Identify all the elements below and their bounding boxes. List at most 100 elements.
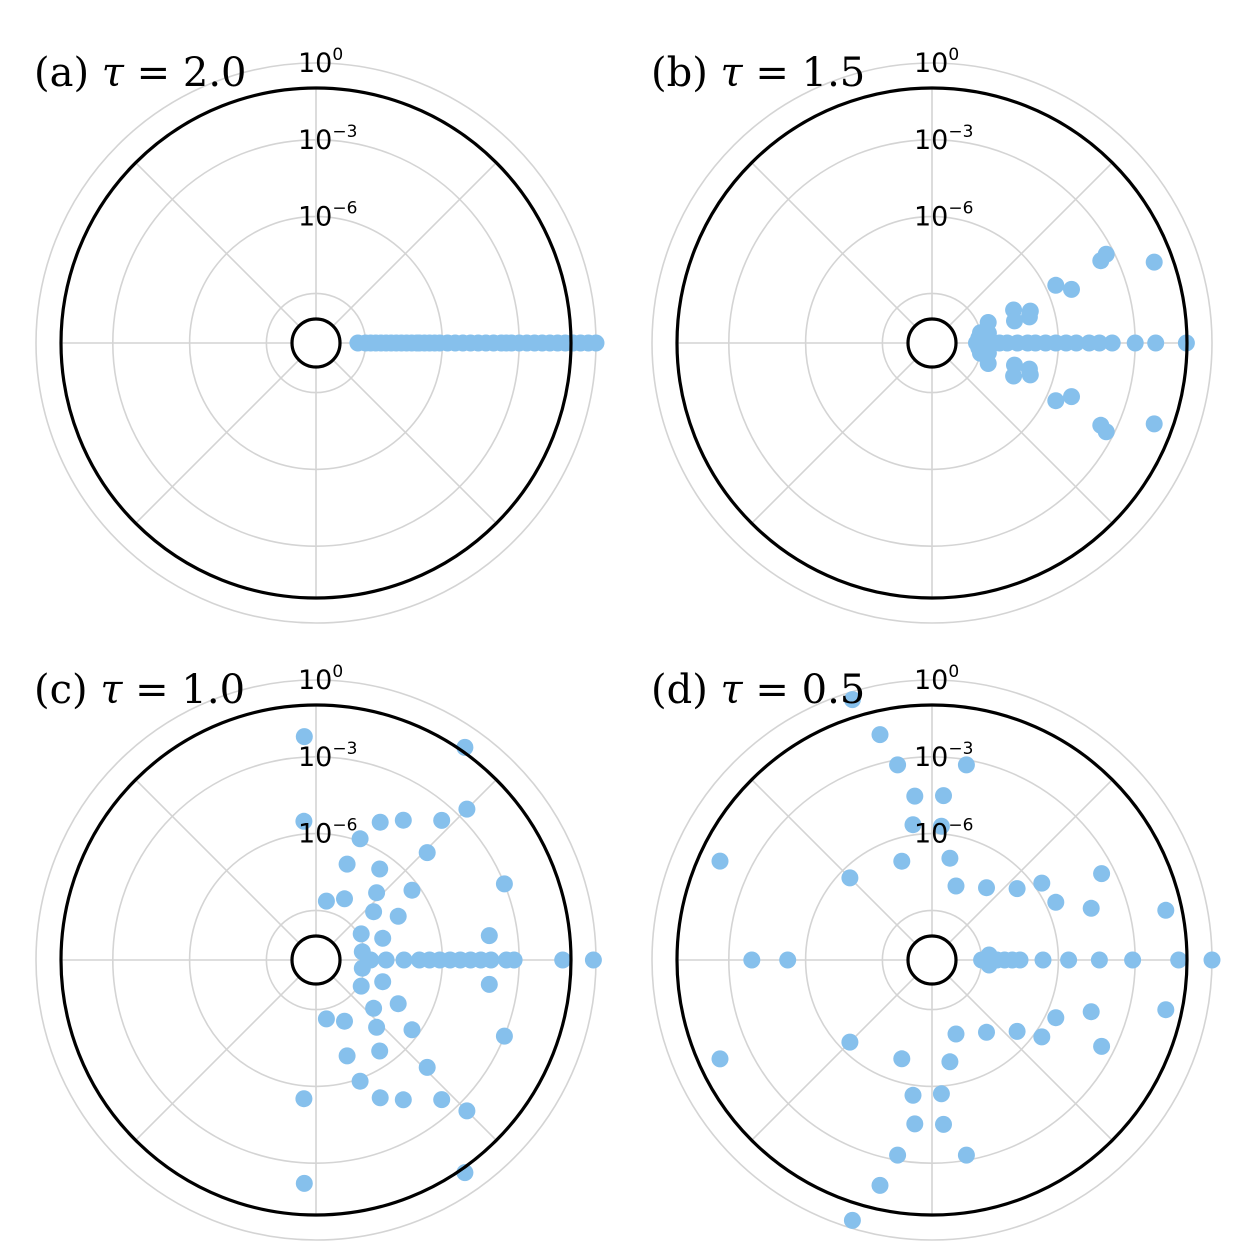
data-point xyxy=(1103,334,1121,352)
data-point xyxy=(1008,880,1026,898)
data-point xyxy=(1021,366,1039,384)
polar-border xyxy=(59,86,573,600)
panel-title: (d) τ = 0.5 xyxy=(651,667,865,713)
data-point xyxy=(1047,893,1065,911)
radial-tick-label: 10−3 xyxy=(298,122,357,156)
data-point xyxy=(295,728,313,746)
data-point xyxy=(395,951,413,969)
data-point xyxy=(336,1012,353,1030)
data-point xyxy=(941,1053,959,1071)
data-point xyxy=(1060,951,1078,969)
data-point xyxy=(1090,951,1108,969)
data-point xyxy=(711,852,729,870)
data-point xyxy=(371,813,389,831)
data-point xyxy=(495,875,513,893)
angular-grid-line xyxy=(135,162,300,327)
data-point xyxy=(979,314,997,331)
data-point xyxy=(1034,951,1052,969)
polar-center-hole xyxy=(290,317,342,369)
data-point xyxy=(480,927,498,945)
data-point xyxy=(980,956,998,974)
data-point xyxy=(1126,334,1144,352)
data-point xyxy=(935,1115,952,1133)
data-point xyxy=(843,691,861,709)
data-point xyxy=(1145,253,1163,271)
polar-border xyxy=(675,86,1189,600)
data-point xyxy=(906,787,924,805)
data-point xyxy=(1021,302,1039,320)
data-point xyxy=(368,884,386,902)
data-point xyxy=(317,892,335,910)
data-point xyxy=(480,975,498,993)
data-point xyxy=(1082,899,1100,917)
data-point xyxy=(1006,312,1023,330)
data-point xyxy=(458,1102,476,1120)
data-point xyxy=(889,1146,907,1164)
data-point xyxy=(352,977,370,995)
data-point xyxy=(871,1176,889,1194)
data-point xyxy=(711,1050,729,1068)
radial-tick-label: 100 xyxy=(914,662,959,696)
data-point xyxy=(403,881,421,899)
data-point xyxy=(906,1115,924,1133)
data-point xyxy=(1011,951,1029,969)
angular-grid-line xyxy=(751,359,916,524)
data-point xyxy=(947,877,965,895)
data-point xyxy=(841,1033,859,1051)
data-point xyxy=(1063,388,1080,406)
data-point xyxy=(389,907,407,925)
data-point xyxy=(394,1091,412,1109)
data-point xyxy=(1157,1001,1175,1019)
angular-grid-line xyxy=(135,779,300,944)
data-point xyxy=(353,959,371,977)
data-point xyxy=(1063,280,1080,298)
data-point xyxy=(1067,334,1085,352)
angular-grid-line xyxy=(948,162,1113,327)
radial-tick-label: 10−6 xyxy=(914,816,973,850)
data-point xyxy=(418,844,436,862)
polar-border xyxy=(59,703,573,1217)
data-point xyxy=(458,800,476,818)
data-point xyxy=(497,951,515,969)
radial-tick-label: 10−6 xyxy=(298,199,357,233)
radial-tick-label: 100 xyxy=(914,45,959,79)
data-point xyxy=(904,816,922,834)
data-point xyxy=(1203,951,1221,969)
data-point xyxy=(1097,423,1115,441)
polar-center-hole xyxy=(290,934,342,986)
data-point xyxy=(365,903,383,921)
data-point xyxy=(1097,245,1115,263)
data-point xyxy=(351,830,369,848)
data-point xyxy=(841,869,859,887)
data-point xyxy=(352,925,370,943)
radial-tick-label: 100 xyxy=(298,45,343,79)
angular-grid-line xyxy=(135,359,300,524)
data-point xyxy=(843,1211,861,1229)
data-point xyxy=(941,849,959,867)
angular-grid-line xyxy=(948,779,1113,944)
data-point xyxy=(1033,1028,1051,1046)
data-point xyxy=(377,951,395,969)
data-point xyxy=(587,334,605,352)
angular-grid-line xyxy=(948,976,1113,1141)
data-point xyxy=(957,756,975,774)
data-point xyxy=(893,852,911,870)
data-point xyxy=(317,1010,335,1028)
data-point xyxy=(371,1042,389,1060)
data-point xyxy=(418,1058,436,1076)
angular-grid-line xyxy=(751,162,916,327)
data-point xyxy=(932,817,950,835)
angular-grid-line xyxy=(135,976,300,1141)
radial-tick-label: 10−6 xyxy=(298,816,357,850)
polar-border xyxy=(675,703,1189,1217)
radial-tick-label: 10−3 xyxy=(914,122,973,156)
data-point xyxy=(1090,334,1108,352)
panel-title: (a) τ = 2.0 xyxy=(34,50,246,96)
radial-tick-label: 100 xyxy=(298,662,343,696)
data-point xyxy=(978,1023,995,1041)
data-point xyxy=(336,890,353,908)
data-point xyxy=(1170,951,1188,969)
data-point xyxy=(1093,1037,1111,1055)
